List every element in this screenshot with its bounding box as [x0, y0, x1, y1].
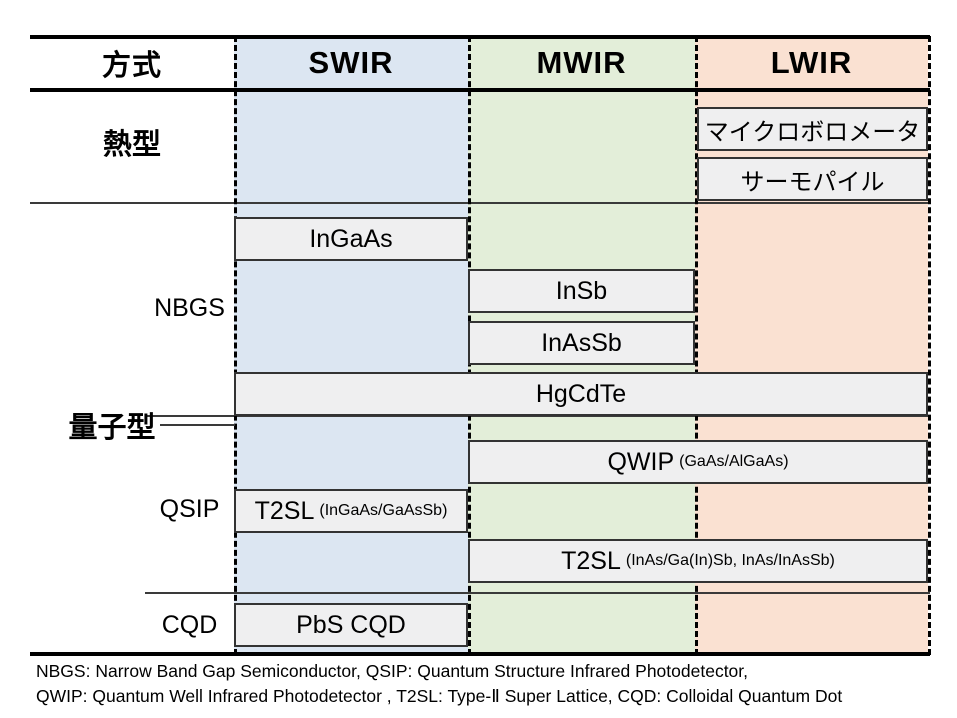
item-bar-pbs-cqd: PbS CQD	[234, 603, 468, 647]
item-bar-t2sl-mwir-lwir: T2SL (InAs/Ga(In)Sb, InAs/InAsSb)	[468, 539, 928, 583]
header-method: 方式	[101, 50, 162, 82]
column-band-swir	[234, 38, 468, 655]
table-bottom-rule	[30, 652, 930, 656]
item-composition: (InAs/Ga(In)Sb, InAs/InAsSb)	[625, 552, 835, 569]
subcategory-label-cqd: CQD	[161, 610, 218, 639]
item-bar-microbolometer: マイクロボロメータ	[697, 107, 928, 151]
item-composition: (InGaAs/GaAsSb)	[319, 502, 448, 519]
row-rule-thermal-bottom	[30, 202, 930, 204]
row-rule-qsip-bottom	[145, 592, 930, 594]
footnote-block: NBGS: Narrow Band Gap Semiconductor, QSI…	[36, 659, 946, 709]
category-leader-line-quantum	[160, 424, 235, 426]
item-bar-ingaas: InGaAs	[234, 217, 468, 261]
item-composition: (GaAs/AlGaAs)	[679, 453, 789, 470]
subcategory-label-qsip: QSIP	[159, 494, 220, 523]
category-label-thermal: 熱型	[102, 129, 161, 161]
item-name: InAsSb	[541, 328, 622, 357]
item-bar-hgcdte: HgCdTe	[234, 372, 928, 416]
item-bar-t2sl-swir: T2SL (InGaAs/GaAsSb)	[234, 489, 468, 533]
item-name: InSb	[555, 276, 608, 305]
category-label-quantum: 量子型	[68, 412, 156, 444]
header-band-lwir: LWIR	[770, 45, 853, 80]
column-separator-mwir-lwir	[695, 36, 698, 655]
item-name: マイクロボロメータ	[704, 118, 921, 146]
footnote-line-2: QWIP: Quantum Well Infrared Photodetecto…	[36, 686, 843, 706]
item-name: サーモパイル	[740, 168, 885, 196]
item-bar-thermopile: サーモパイル	[697, 157, 928, 201]
item-bar-insb: InSb	[468, 269, 695, 313]
footnote-line-1: NBGS: Narrow Band Gap Semiconductor, QSI…	[36, 661, 749, 681]
column-separator-right-edge	[928, 36, 931, 655]
item-name: HgCdTe	[535, 379, 627, 408]
subcategory-label-nbgs: NBGS	[154, 293, 225, 322]
header-band-mwir: MWIR	[536, 45, 627, 80]
header-bottom-rule	[30, 88, 930, 92]
column-separator-label-swir	[234, 36, 237, 655]
table-top-rule	[30, 35, 930, 39]
item-name: QWIP	[607, 447, 675, 476]
header-band-swir: SWIR	[308, 45, 394, 80]
item-name: T2SL	[561, 546, 621, 575]
row-rule-nbgs-bottom	[145, 415, 930, 417]
item-bar-qwip: QWIP (GaAs/AlGaAs)	[468, 440, 928, 484]
item-bar-inassb: InAsSb	[468, 321, 695, 365]
item-name: T2SL	[254, 496, 315, 525]
item-name: InGaAs	[309, 224, 393, 253]
item-name: PbS CQD	[296, 610, 406, 639]
